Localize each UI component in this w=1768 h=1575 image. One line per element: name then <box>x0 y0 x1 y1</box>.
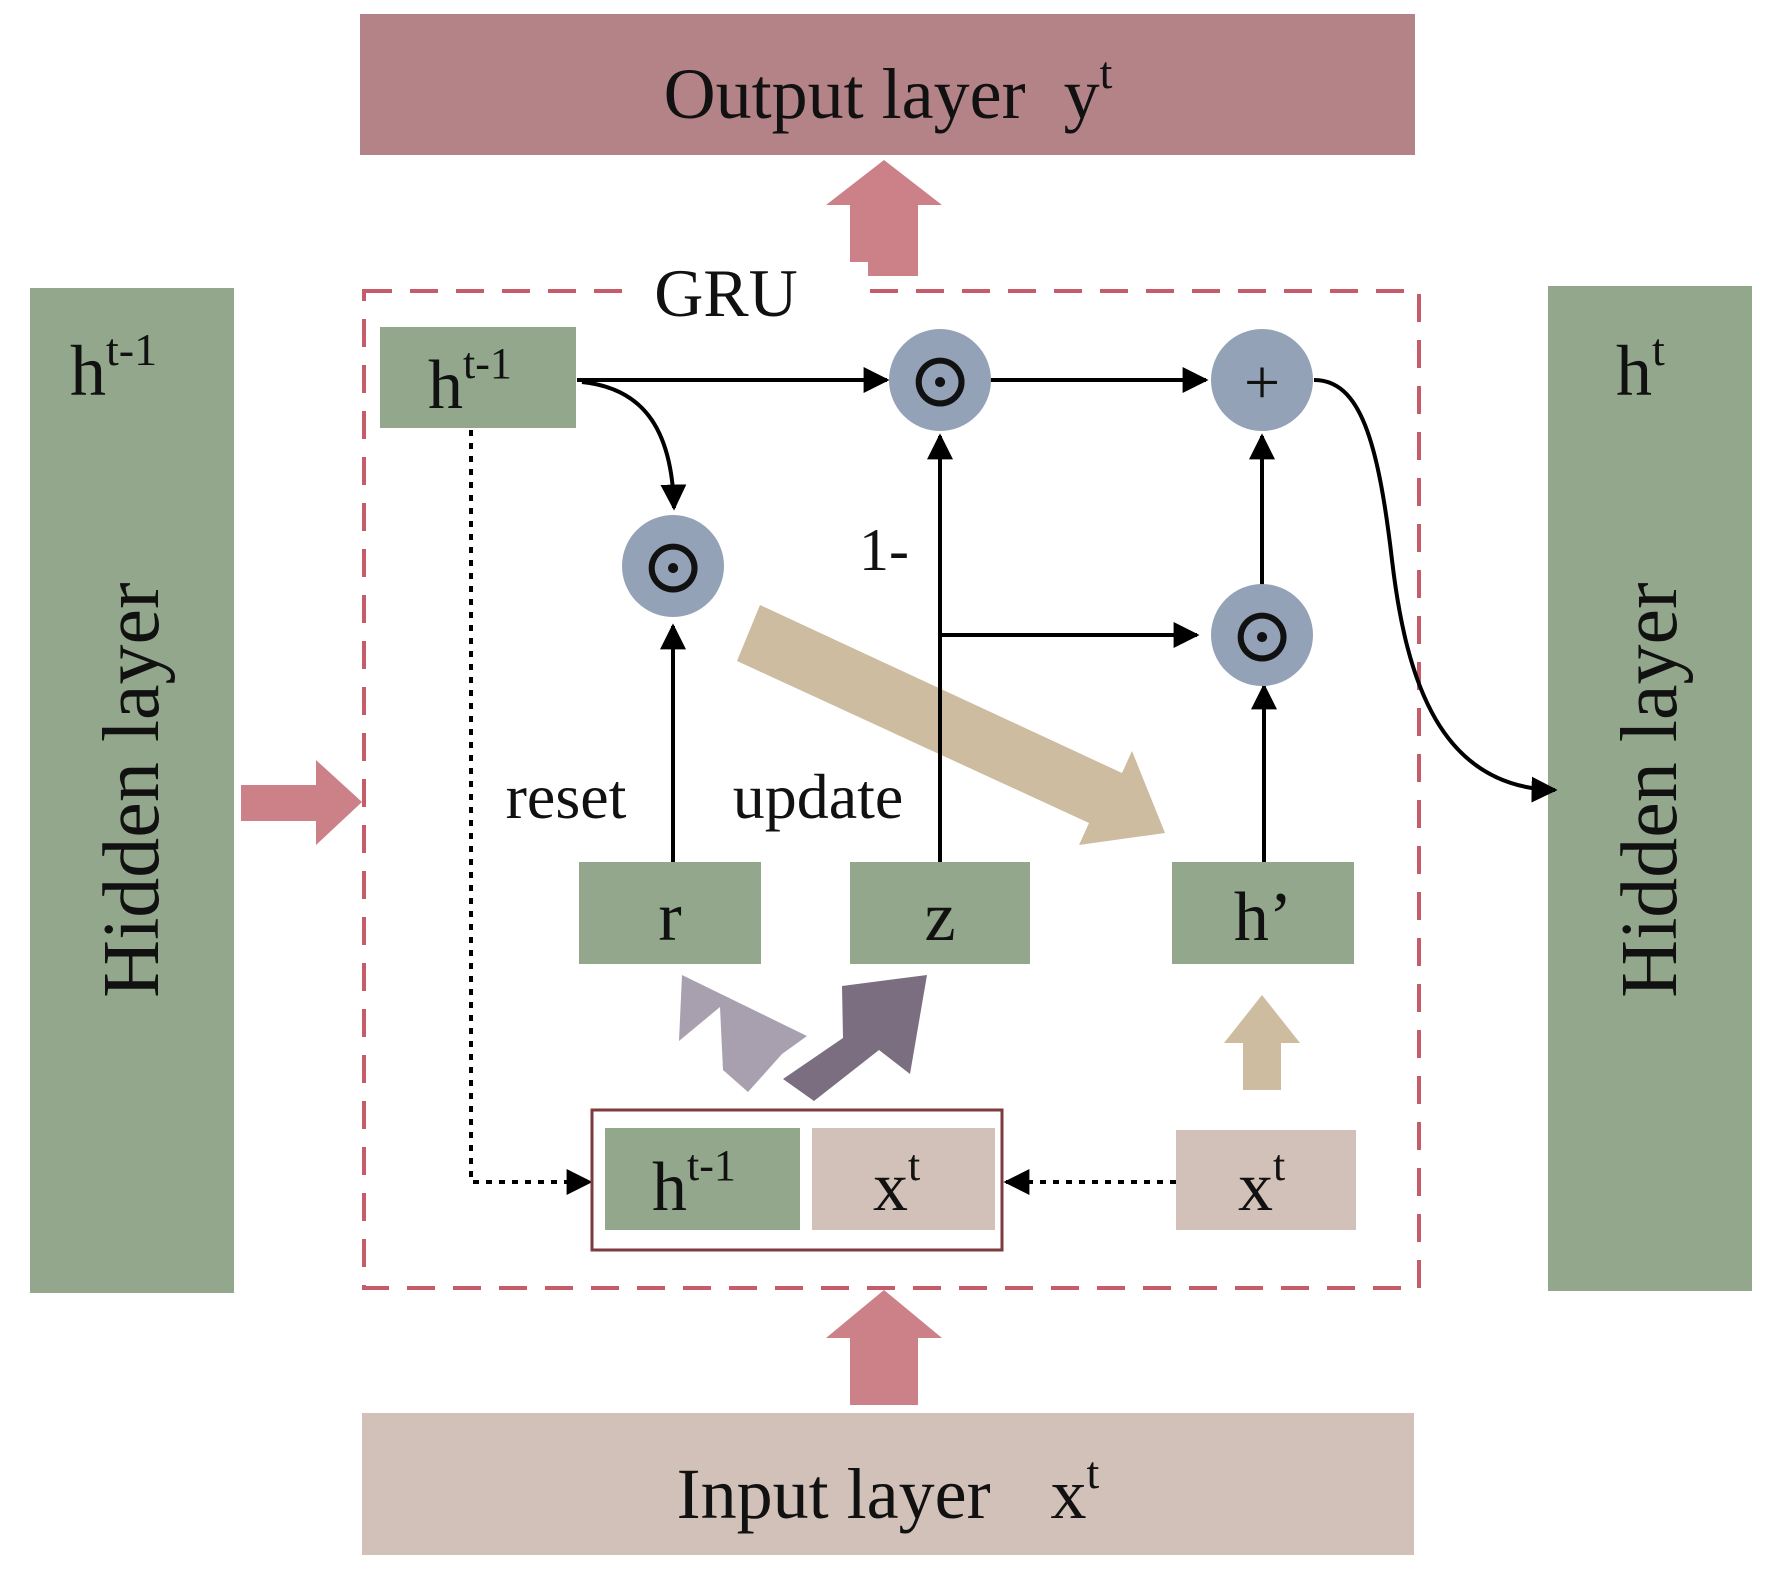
arrow-hidden-to-gru <box>241 760 362 845</box>
arrow-reset-product-to-candidate <box>737 605 1165 845</box>
input-layer-box <box>362 1413 1414 1555</box>
update-gate-box: z <box>850 862 1030 964</box>
candidate-label: h’ <box>1234 879 1292 956</box>
left-hidden-layer-box <box>30 288 234 1293</box>
arrow-sum-to-hidden-out <box>1313 378 1558 803</box>
svg-text:ht-1: ht-1 <box>428 339 512 424</box>
h-prev-symbol: h <box>428 347 463 424</box>
op-candidate-product-symbol: ⊙ <box>1229 592 1294 679</box>
concat-x-symbol: x <box>873 1149 908 1226</box>
xt-input-symbol: x <box>1238 1149 1273 1226</box>
arrow-xt-to-candidate <box>1224 995 1300 1090</box>
right-hidden-layer-box <box>1548 286 1752 1291</box>
op-update-product-symbol: ⊙ <box>907 337 972 424</box>
output-layer-box <box>360 14 1415 155</box>
label-reset: reset <box>506 761 627 832</box>
candidate-box: h’ <box>1172 862 1354 964</box>
svg-text:ht-1: ht-1 <box>652 1141 736 1226</box>
reset-gate-box: r <box>579 862 761 964</box>
output-layer: Output layer yt <box>360 14 1415 155</box>
update-gate-label: z <box>924 879 955 956</box>
input-layer-label: Input layer <box>677 1454 991 1534</box>
op-sum: + <box>1211 329 1313 431</box>
gru-title-backdrop <box>640 262 868 322</box>
op-reset-product: ⊙ <box>622 515 724 617</box>
arrow-concat-to-reset <box>679 975 807 1092</box>
op-candidate-product: ⊙ <box>1211 584 1313 686</box>
op-sum-symbol: + <box>1244 347 1280 418</box>
left-hidden-label: Hidden layer <box>88 582 176 997</box>
arrow-gru-to-output <box>826 160 942 276</box>
right-hidden-symbol: h <box>1616 331 1652 411</box>
h-prev-superscript: t-1 <box>463 339 512 388</box>
dotted-hprev-to-concat <box>469 430 593 1195</box>
h-prev-box: ht-1 <box>380 327 576 428</box>
concat-h-prev <box>605 1128 800 1230</box>
arrow-hprev-to-reset-product <box>581 380 687 511</box>
gru-title: GRU <box>654 255 798 331</box>
svg-text:ht-1: ht-1 <box>70 324 157 411</box>
arrow-concat-to-update <box>783 975 927 1101</box>
left-hidden-superscript: t-1 <box>106 324 157 375</box>
left-hidden-layer: ht-1 Hidden layer <box>30 288 234 1293</box>
xt-input-superscript: t <box>1273 1141 1285 1190</box>
right-hidden-superscript: t <box>1652 324 1665 375</box>
svg-text:xt: xt <box>873 1141 920 1226</box>
concat-x-superscript: t <box>908 1141 920 1190</box>
output-layer-label: Output layer <box>664 54 1026 134</box>
svg-text:xt: xt <box>1238 1141 1285 1226</box>
input-layer-superscript: t <box>1087 1447 1100 1498</box>
concat-box: ht-1 xt <box>590 1108 1004 1252</box>
output-layer-symbol: y <box>1064 54 1100 134</box>
gru-connections <box>469 367 1558 1195</box>
right-hidden-label: Hidden layer <box>1606 582 1694 997</box>
concat-h-symbol: h <box>652 1149 687 1226</box>
svg-text:ht: ht <box>1616 324 1665 411</box>
op-reset-product-symbol: ⊙ <box>640 523 705 610</box>
concat-xt <box>812 1128 995 1230</box>
reset-gate-label: r <box>658 879 681 956</box>
output-layer-superscript: t <box>1100 47 1113 98</box>
arrow-input-to-gru <box>826 1290 942 1405</box>
label-update: update <box>733 761 904 832</box>
op-update-product: ⊙ <box>889 329 991 431</box>
label-one-minus: 1- <box>859 517 909 583</box>
left-hidden-symbol: h <box>70 331 106 411</box>
xt-input-box: xt <box>1176 1130 1356 1230</box>
input-layer: Input layer xt <box>362 1413 1414 1555</box>
input-layer-symbol: x <box>1051 1454 1087 1534</box>
gru-dashed-border <box>362 289 1421 1290</box>
right-hidden-layer: ht Hidden layer <box>1548 286 1752 1291</box>
gru-cell: GRU <box>362 255 1421 1290</box>
concat-h-superscript: t-1 <box>687 1141 736 1190</box>
